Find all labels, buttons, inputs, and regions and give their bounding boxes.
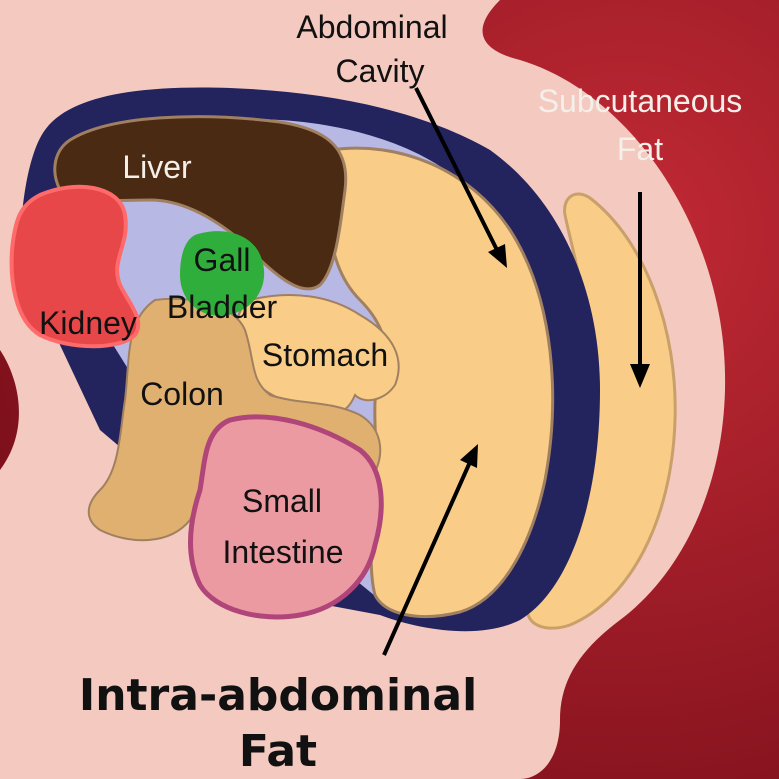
label-subcutaneous-fat-line1: Subcutaneous xyxy=(538,83,743,119)
label-gall-bladder-line2: Bladder xyxy=(167,289,278,325)
label-gall-bladder-line1: Gall xyxy=(194,242,251,278)
label-kidney: Kidney xyxy=(39,305,137,341)
label-small-intestine-line1: Small xyxy=(242,483,322,519)
label-subcutaneous-fat-line2: Fat xyxy=(617,131,663,167)
label-colon: Colon xyxy=(140,376,224,412)
label-intra-abdominal-fat-line1: Intra-abdominal xyxy=(79,670,477,721)
label-stomach: Stomach xyxy=(262,337,388,373)
label-liver: Liver xyxy=(122,149,192,185)
label-abdominal-cavity-line2: Cavity xyxy=(336,53,425,89)
label-abdominal-cavity-line1: Abdominal xyxy=(296,9,447,45)
label-small-intestine-line2: Intestine xyxy=(223,534,344,570)
label-intra-abdominal-fat-line2: Fat xyxy=(239,726,317,777)
